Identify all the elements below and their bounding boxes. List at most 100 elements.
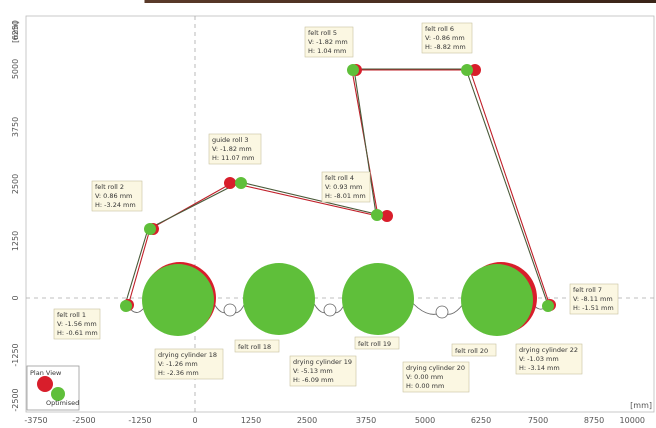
callout-title: drying cylinder 18 bbox=[158, 351, 217, 359]
callout-value: H: 11.07 mm bbox=[212, 154, 254, 162]
felt-roll-5 bbox=[347, 64, 359, 76]
y-tick-label: 0 bbox=[11, 295, 20, 300]
callout-felt-roll-7: felt roll 7 V: -8.11 mm H: -1.51 mm bbox=[569, 283, 619, 315]
drying-cylinders bbox=[142, 262, 537, 336]
callout-title: drying cylinder 22 bbox=[519, 346, 578, 354]
callout-felt-roll-2: felt roll 2 V: 0.86 mm H: -3.24 mm bbox=[91, 180, 143, 212]
callout-value: V: 0.93 mm bbox=[325, 183, 362, 191]
callout-value: V: -5.13 mm bbox=[293, 367, 333, 375]
callout-value: V: 0.86 mm bbox=[95, 192, 132, 200]
felt-roll-4-measured bbox=[381, 210, 393, 222]
legend: Plan View Optimised bbox=[26, 365, 80, 411]
callout-value: V: -8.11 mm bbox=[573, 295, 613, 303]
x-tick-label: -3750 bbox=[24, 416, 47, 425]
x-tick-label: -2500 bbox=[72, 416, 95, 425]
callout-value: H: -2.36 mm bbox=[158, 369, 199, 377]
callout-felt-roll-1: felt roll 1 V: -1.56 mm H: -0.61 mm bbox=[53, 308, 101, 340]
y-tick-label: -2500 bbox=[11, 388, 20, 411]
guide-roll-3-measured bbox=[224, 177, 236, 189]
callout-value: V: -1.56 mm bbox=[57, 320, 97, 328]
drying-cylinder-19 bbox=[243, 263, 315, 335]
callout-felt-roll-5: felt roll 5 V: -1.82 mm H: 1.04 mm bbox=[304, 26, 354, 58]
x-tick-label: 8750 bbox=[584, 416, 604, 425]
callout-title: felt roll 4 bbox=[325, 174, 354, 182]
y-tick-label: 6250 bbox=[11, 20, 20, 40]
legend-label-plan-view: Plan View bbox=[30, 369, 62, 377]
callout-value: H: -8.82 mm bbox=[425, 43, 466, 51]
idler-rolls bbox=[223, 303, 449, 319]
callout-title: felt roll 7 bbox=[573, 286, 602, 294]
y-tick-label: -1250 bbox=[11, 343, 20, 366]
callout-felt-roll-18: felt roll 18 bbox=[234, 339, 280, 353]
callout-value: V: -1.26 mm bbox=[158, 360, 198, 368]
legend-measured-swatch bbox=[37, 376, 53, 392]
felt-roll-20 bbox=[435, 305, 449, 319]
callout-title: felt roll 20 bbox=[455, 347, 488, 355]
callout-value: V: 0.00 mm bbox=[406, 373, 443, 381]
callout-title: felt roll 18 bbox=[238, 343, 271, 351]
x-tick-label: 7500 bbox=[528, 416, 548, 425]
y-tick-label: 2500 bbox=[11, 174, 20, 194]
felt-roll-4 bbox=[371, 209, 383, 221]
callout-value: H: -3.24 mm bbox=[95, 201, 136, 209]
y-axis-unit: [mm] bbox=[11, 21, 20, 43]
callout-value: V: -1.03 mm bbox=[519, 355, 559, 363]
y-axis: [mm] 6250 5000 3750 2500 1250 0 -1250 -2… bbox=[11, 20, 20, 412]
callout-felt-roll-4: felt roll 4 V: 0.93 mm H: -8.01 mm bbox=[321, 171, 371, 203]
callout-title: felt roll 6 bbox=[425, 25, 454, 33]
callout-guide-roll-3: guide roll 3 V: -1.82 mm H: 11.07 mm bbox=[208, 133, 262, 165]
x-axis-unit: [mm] bbox=[630, 401, 652, 410]
callout-value: V: -1.82 mm bbox=[212, 145, 252, 153]
callout-title: guide roll 3 bbox=[212, 136, 249, 144]
legend-label-optimised: Optimised bbox=[46, 399, 79, 407]
callout-value: H: -6.09 mm bbox=[293, 376, 334, 384]
y-tick-label: 1250 bbox=[11, 231, 20, 251]
x-tick-label: 0 bbox=[192, 416, 197, 425]
y-tick-label: 3750 bbox=[11, 117, 20, 137]
callout-drying-cylinder-19: drying cylinder 19 V: -5.13 mm H: -6.09 … bbox=[289, 355, 357, 387]
callout-drying-cylinder-18: drying cylinder 18 V: -1.26 mm H: -2.36 … bbox=[154, 348, 224, 380]
callout-value: H: -8.01 mm bbox=[325, 192, 366, 200]
callout-value: H: -0.61 mm bbox=[57, 329, 98, 337]
callout-value: H: -3.14 mm bbox=[519, 364, 560, 372]
callout-drying-cylinder-20: drying cylinder 20 V: 0.00 mm H: 0.00 mm bbox=[402, 361, 470, 393]
callout-title: drying cylinder 19 bbox=[293, 358, 352, 366]
x-tick-label: 3750 bbox=[356, 416, 376, 425]
callout-drying-cylinder-22: drying cylinder 22 V: -1.03 mm H: -3.14 … bbox=[515, 343, 583, 375]
felt-roll-18 bbox=[223, 303, 237, 317]
callout-title: felt roll 5 bbox=[308, 29, 337, 37]
drying-cylinder-20 bbox=[342, 263, 414, 335]
felt-roll-6 bbox=[461, 64, 473, 76]
drying-cylinder-22 bbox=[461, 264, 533, 336]
drying-cylinder-18 bbox=[142, 264, 214, 336]
top-bar bbox=[0, 0, 656, 3]
x-tick-label: 10000 bbox=[620, 416, 645, 425]
callouts: felt roll 1 V: -1.56 mm H: -0.61 mm felt… bbox=[53, 22, 619, 393]
felt-roll-2 bbox=[144, 223, 156, 235]
x-axis: [mm] -3750 -2500 -1250 0 1250 2500 3750 … bbox=[24, 401, 652, 425]
callout-value: H: 0.00 mm bbox=[406, 382, 444, 390]
callout-felt-roll-6: felt roll 6 V: -0.86 mm H: -8.82 mm bbox=[421, 22, 473, 54]
callout-value: V: -0.86 mm bbox=[425, 34, 465, 42]
callout-value: H: -1.51 mm bbox=[573, 304, 614, 312]
guide-roll-3 bbox=[235, 177, 247, 189]
callout-felt-roll-20: felt roll 20 bbox=[451, 343, 497, 357]
callout-title: drying cylinder 20 bbox=[406, 364, 465, 372]
x-tick-label: 6250 bbox=[471, 416, 491, 425]
callout-value: V: -1.82 mm bbox=[308, 38, 348, 46]
felt-roll-19 bbox=[323, 303, 337, 317]
x-tick-label: 2500 bbox=[297, 416, 317, 425]
x-tick-label: -1250 bbox=[128, 416, 151, 425]
callout-felt-roll-19: felt roll 19 bbox=[354, 336, 400, 350]
callout-title: felt roll 2 bbox=[95, 183, 124, 191]
callout-title: felt roll 19 bbox=[358, 340, 391, 348]
felt-roll-7 bbox=[542, 300, 554, 312]
x-tick-label: 1250 bbox=[241, 416, 261, 425]
legend-optimised-swatch bbox=[51, 387, 65, 401]
callout-value: H: 1.04 mm bbox=[308, 47, 346, 55]
felt-rolls bbox=[120, 64, 556, 312]
felt-roll-1 bbox=[120, 300, 132, 312]
legend-box bbox=[26, 365, 80, 411]
callout-title: felt roll 1 bbox=[57, 311, 86, 319]
